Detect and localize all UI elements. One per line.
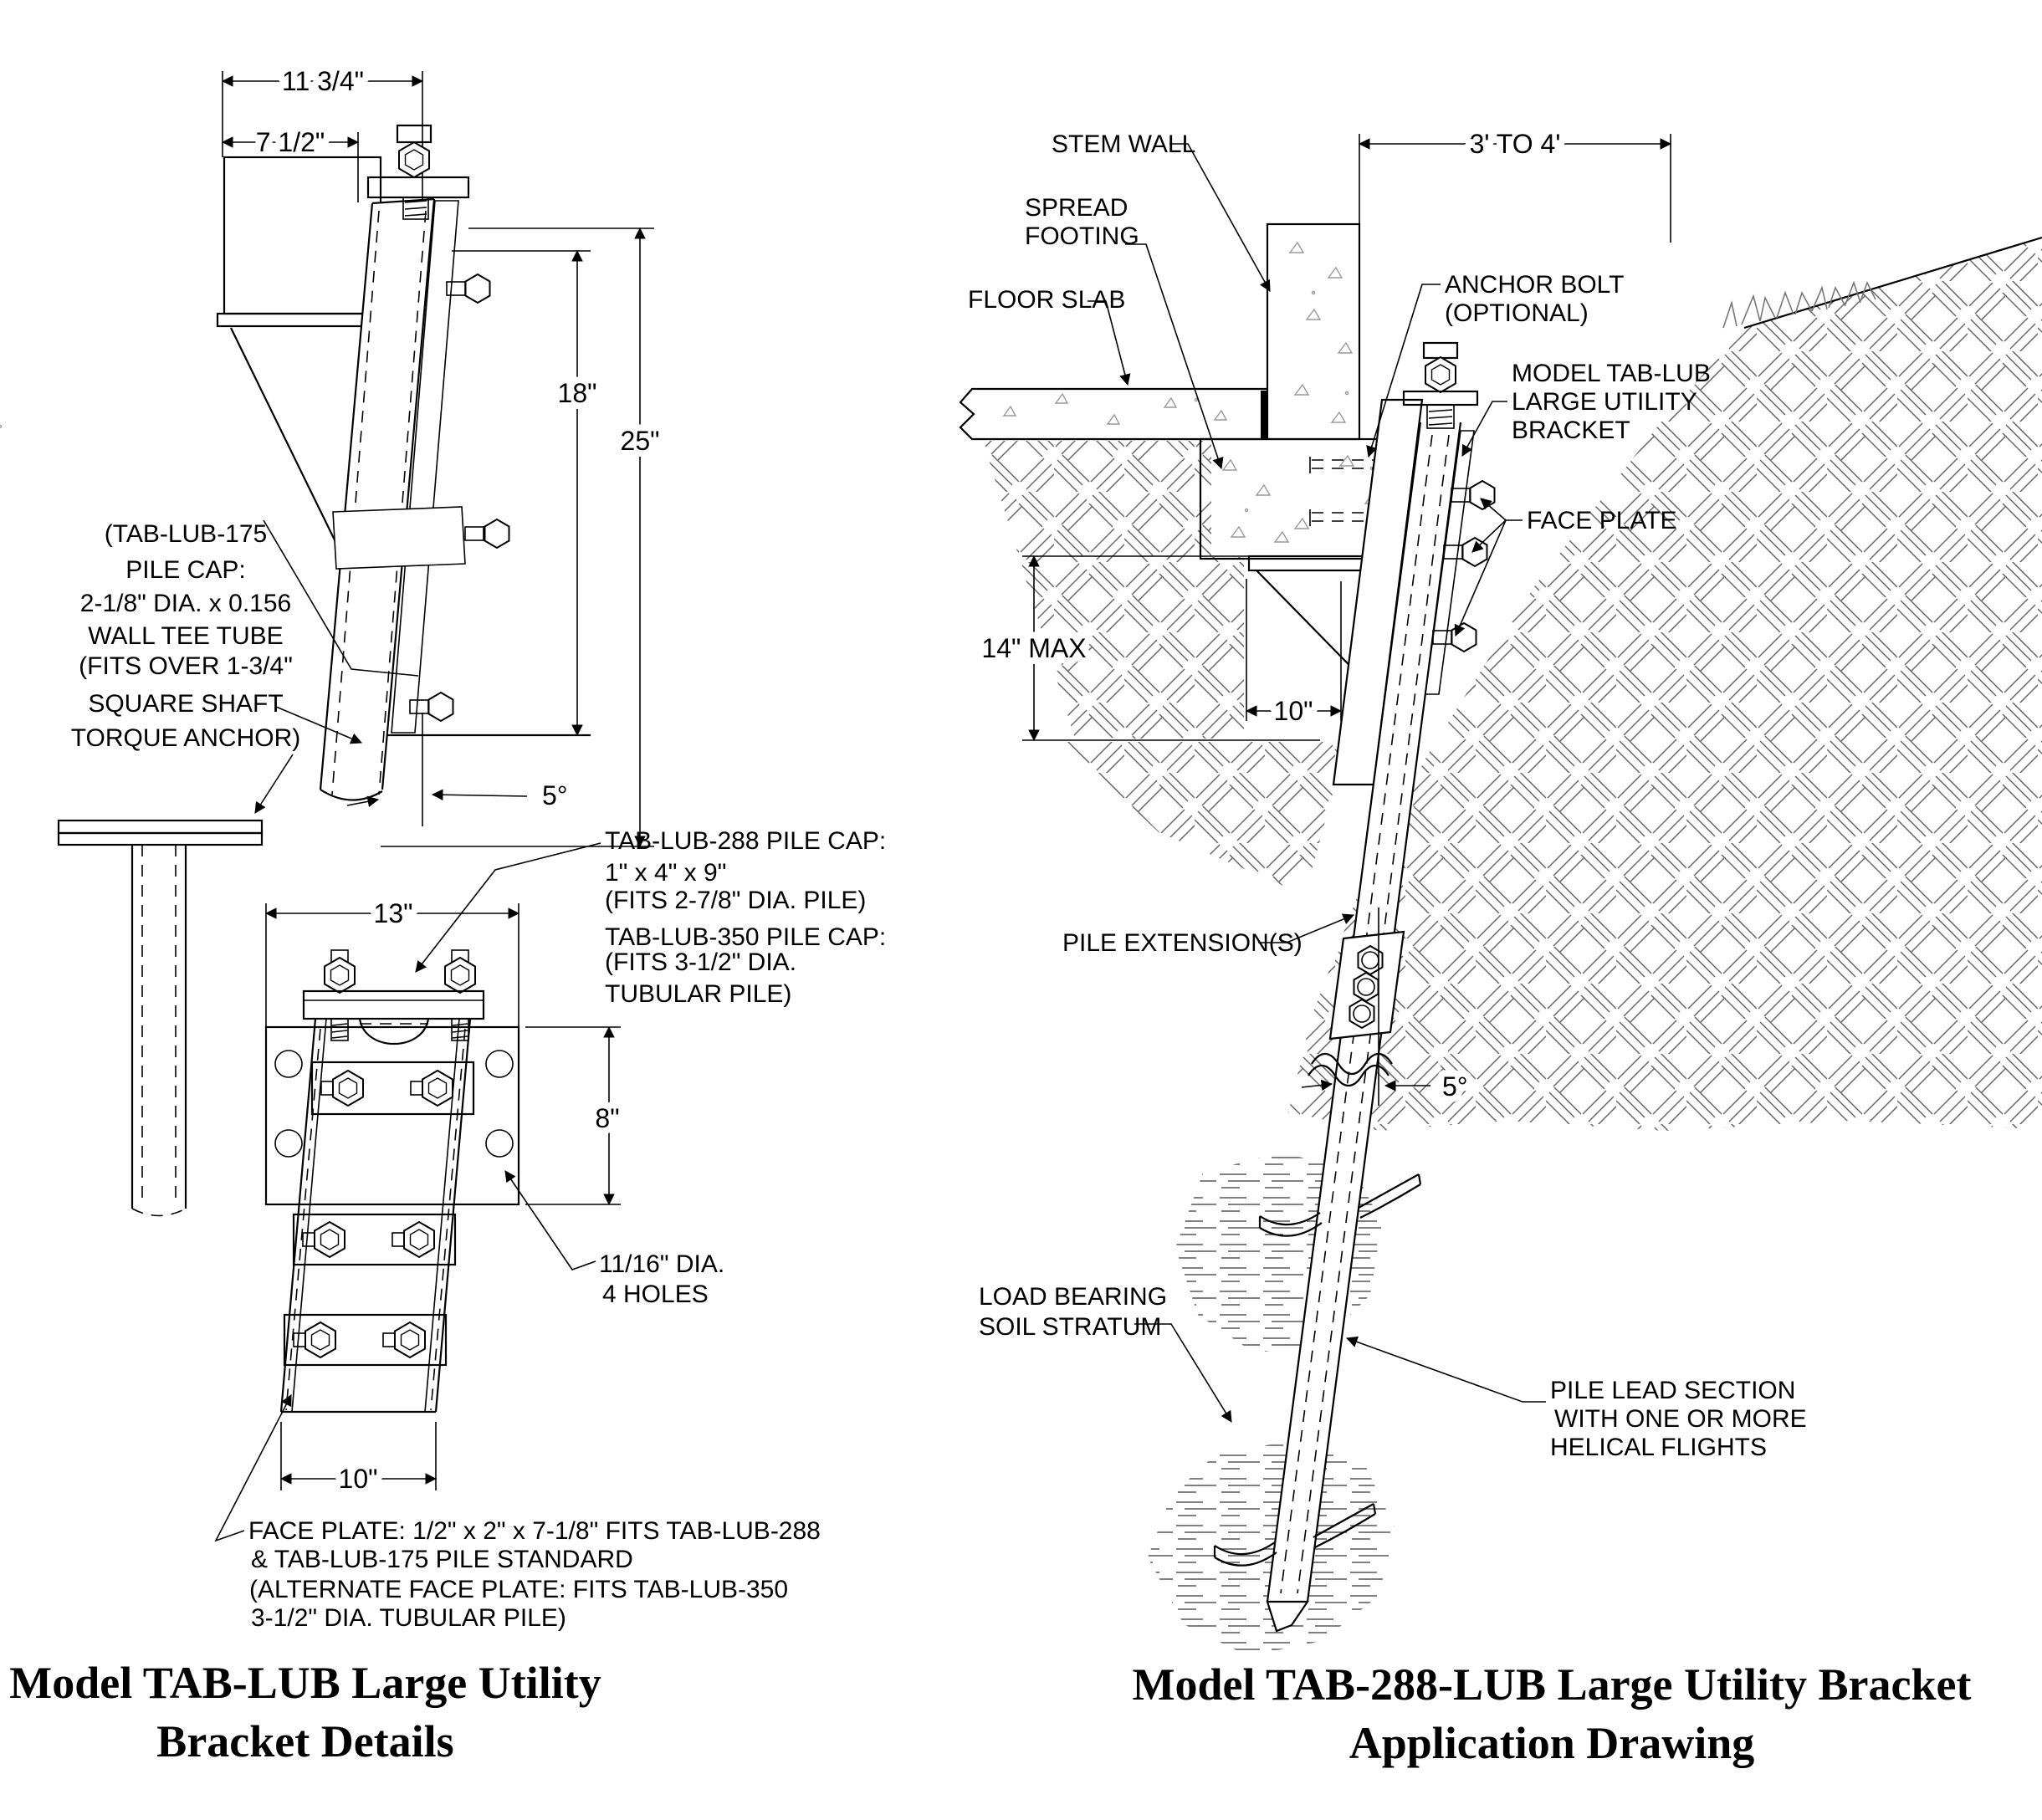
dim-18: 18" [452,249,603,737]
svg-text:FLOOR SLAB: FLOOR SLAB [968,286,1125,314]
svg-text:LARGE UTILITY: LARGE UTILITY [1512,388,1697,416]
face-plate-note: FACE PLATE: 1/2" x 2" x 7-1/8" FITS TAB-… [214,1394,821,1632]
right-title: Model TAB-288-LUB Large Utility Bracket … [1133,1659,1972,1768]
svg-text:(TAB-LUB-175: (TAB-LUB-175 [105,520,268,548]
svg-text:Application Drawing: Application Drawing [1349,1718,1755,1768]
svg-text:1" x 4" x 9": 1" x 4" x 9" [605,859,726,887]
svg-text:WITH ONE OR MORE: WITH ONE OR MORE [1554,1405,1807,1433]
svg-text:PILE LEAD SECTION: PILE LEAD SECTION [1550,1377,1795,1404]
svg-text:MODEL TAB-LUB: MODEL TAB-LUB [1512,360,1711,387]
svg-text:11/16" DIA.: 11/16" DIA. [599,1250,724,1278]
svg-text:ANCHOR BOLT: ANCHOR BOLT [1445,271,1624,299]
soil-hatching [983,236,2042,1131]
svg-text:FACE PLATE: FACE PLATE [1527,507,1677,534]
svg-text:TAB-LUB-350 PILE CAP:: TAB-LUB-350 PILE CAP: [605,923,886,951]
svg-text:FOOTING: FOOTING [1025,222,1139,250]
svg-text:& TAB-LUB-175 PILE STANDARD: & TAB-LUB-175 PILE STANDARD [251,1546,633,1573]
dim-11-3-4: 11 3/4" [221,59,424,199]
svg-text:Model TAB-LUB Large Utility: Model TAB-LUB Large Utility [9,1658,601,1708]
bracket-front-view: 13" [264,892,627,1500]
svg-text:LOAD BEARING: LOAD BEARING [979,1283,1167,1311]
svg-text:2-1/8" DIA. x 0.156: 2-1/8" DIA. x 0.156 [80,590,291,617]
svg-text:3-1/2" DIA. TUBULAR PILE): 3-1/2" DIA. TUBULAR PILE) [251,1604,566,1632]
right-application-drawing: 3' TO 4' 14" MAX 10" 5° STEM WALL [0,122,2042,1768]
concrete-structures [0,222,1390,560]
dim-bottom-width-label: 10" [339,1464,378,1494]
svg-text:(FITS 3-1/2" DIA.: (FITS 3-1/2" DIA. [605,948,796,976]
face-plate-side [332,200,510,734]
dim-offset-label: 3' TO 4' [1470,129,1561,159]
dim-14-max: 14" MAX [975,555,1320,742]
svg-text:BRACKET: BRACKET [1512,417,1630,444]
face-plate-label: FACE PLATE [1454,498,1677,636]
dim-10-right: 10" [1245,579,1343,733]
angle-app-label: 5° [1442,1071,1468,1102]
anchor-bolt-label: ANCHOR BOLT (OPTIONAL) [1366,271,1624,458]
svg-text:(OPTIONAL): (OPTIONAL) [1445,299,1589,327]
dim-overall-len-label: 25" [621,426,660,456]
top-rod-assembly [366,124,470,220]
load-bearing-label: LOAD BEARING SOIL STRATUM [979,1283,1232,1423]
cap-note: TAB-LUB-288 PILE CAP: 1" x 4" x 9" (FITS… [415,827,886,1008]
svg-text:TUBULAR PILE): TUBULAR PILE) [605,980,791,1008]
svg-text:4 HOLES: 4 HOLES [602,1281,709,1308]
svg-text:SQUARE SHAFT: SQUARE SHAFT [88,690,283,718]
torque-anchor [57,819,264,1217]
model-bracket-label: MODEL TAB-LUB LARGE UTILITY BRACKET [1461,360,1711,457]
floor-slab-label: FLOOR SLAB [968,286,1131,386]
svg-text:SOIL STRATUM: SOIL STRATUM [979,1313,1161,1341]
pile-extension-label: PILE EXTENSION(S) [1062,913,1355,957]
svg-text:(FITS 2-7/8" DIA. PILE): (FITS 2-7/8" DIA. PILE) [605,887,866,914]
dim-25: 25" [381,227,666,848]
svg-text:TAB-LUB-288 PILE CAP:: TAB-LUB-288 PILE CAP: [605,827,886,855]
left-title: Model TAB-LUB Large Utility Bracket Deta… [9,1658,601,1766]
dim-top-width-label: 11 3/4" [282,66,364,96]
helix-flight-1 [1258,1173,1422,1237]
svg-text:(ALTERNATE FACE PLATE: FITS TA: (ALTERNATE FACE PLATE: FITS TAB-LUB-350 [249,1576,788,1603]
svg-text:HELICAL FLIGHTS: HELICAL FLIGHTS [1550,1434,1767,1461]
helix-flight-2 [1213,1503,1377,1567]
svg-text:FACE PLATE: 1/2" x 2" x 7-1/8": FACE PLATE: 1/2" x 2" x 7-1/8" FITS TAB-… [248,1517,821,1545]
svg-text:SPREAD: SPREAD [1025,194,1128,222]
dim-face-height-label: 8" [595,1103,619,1133]
pile-lead-label: PILE LEAD SECTION WITH ONE OR MORE HELIC… [1345,1336,1807,1461]
dim-face-width-label: 13" [374,898,413,928]
dim-inner-width-label: 7 1/2" [256,127,325,157]
dim-7-1-2: 7 1/2" [221,120,360,202]
pile-cap-tube [319,197,436,801]
svg-text:Bracket Details: Bracket Details [156,1716,453,1766]
anchor-bolts [1309,457,1384,526]
svg-text:Model TAB-288-LUB Large Utilit: Model TAB-288-LUB Large Utility Bracket [1133,1659,1972,1710]
dim-plate-len-label: 18" [558,378,597,408]
spread-footing-label: SPREAD FOOTING [1025,194,1224,470]
svg-text:(FITS OVER 1-3/4": (FITS OVER 1-3/4" [79,652,293,680]
helical-pile [1213,341,1496,1633]
grass [1722,280,1876,329]
angle-detail-label: 5° [542,780,568,810]
svg-text:WALL TEE TUBE: WALL TEE TUBE [88,622,283,650]
left-detail-drawing: 11 3/4" 7 1/2" [9,59,886,1766]
svg-text:TORQUE ANCHOR): TORQUE ANCHOR) [71,724,300,752]
stem-wall-label: STEM WALL [1052,130,1271,292]
holes-note: 11/16" DIA. 4 HOLES [504,1170,724,1308]
svg-text:PILE CAP:: PILE CAP: [125,556,245,584]
dim-3-to-4: 3' TO 4' [1358,122,1672,243]
dim-depth-label: 14" MAX [981,633,1086,663]
dim-width-label: 10" [1274,696,1313,726]
pile-cap-note: (TAB-LUB-175 PILE CAP: 2-1/8" DIA. x 0.1… [71,519,419,814]
